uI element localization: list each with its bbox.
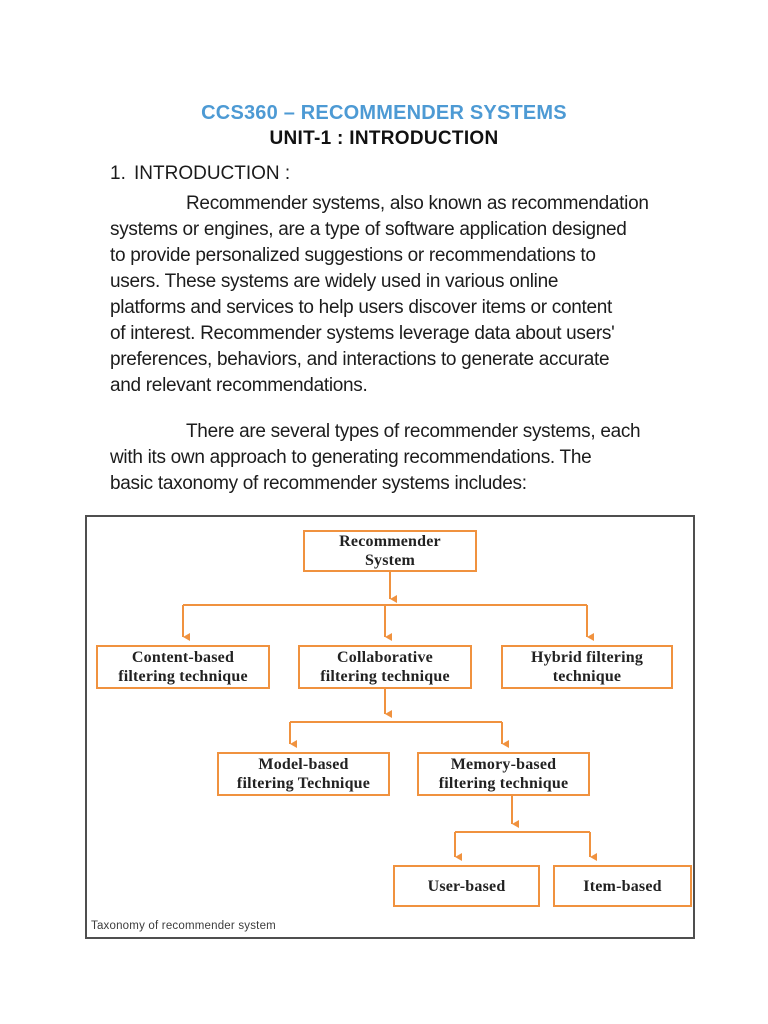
paragraph-line: and relevant recommendations. bbox=[110, 375, 368, 396]
node-memory-based: Memory-based filtering technique bbox=[417, 752, 590, 796]
node-label-line: System bbox=[364, 552, 416, 569]
intro-paragraph: Recommender systems, also known as recom… bbox=[110, 191, 685, 399]
node-label-line: Recommender bbox=[339, 533, 441, 550]
unit-title: UNIT-1 : INTRODUCTION bbox=[269, 128, 499, 149]
course-title: CCS360 – RECOMMENDER SYSTEMS bbox=[201, 102, 567, 124]
node-label-line: Hybrid filtering bbox=[530, 649, 644, 666]
node-label-line: Item-based bbox=[583, 877, 662, 895]
paragraph-line: platforms and services to help users dis… bbox=[110, 297, 613, 318]
node-label-line: User-based bbox=[427, 877, 506, 895]
connector-lines bbox=[182, 572, 597, 861]
node-hybrid: Hybrid filtering technique bbox=[501, 645, 673, 689]
node-collaborative: Collaborative filtering technique bbox=[298, 645, 472, 689]
node-label-line: filtering Technique bbox=[236, 775, 371, 792]
paragraph-line: Recommender systems, also known as recom… bbox=[186, 193, 649, 214]
section-number: 1. bbox=[110, 163, 126, 184]
node-label-line: Collaborative bbox=[337, 649, 433, 666]
paragraph-line: users. These systems are widely used in … bbox=[110, 271, 559, 292]
node-label-line: Model-based bbox=[258, 756, 349, 773]
paragraph-line: with its own approach to generating reco… bbox=[110, 447, 592, 468]
paragraph-line: of interest. Recommender systems leverag… bbox=[110, 323, 615, 344]
node-label-line: Memory-based bbox=[450, 756, 557, 773]
section-heading-text: INTRODUCTION : bbox=[134, 163, 291, 184]
figure-caption: Taxonomy of recommender system bbox=[91, 920, 276, 932]
node-label-line: Content-based bbox=[131, 649, 235, 666]
node-label-line: technique bbox=[552, 668, 622, 685]
node-content-based: Content-based filtering technique bbox=[96, 645, 270, 689]
node-label-line: filtering technique bbox=[118, 668, 248, 685]
types-paragraph: There are several types of recommender s… bbox=[110, 419, 685, 497]
node-model-based: Model-based filtering Technique bbox=[217, 752, 390, 796]
figure-container: Recommender System Content-based filteri… bbox=[85, 515, 695, 939]
node-user-based: User-based bbox=[393, 865, 540, 907]
paragraph-line: preferences, behaviors, and interactions… bbox=[110, 349, 610, 370]
paragraph-line: to provide personalized suggestions or r… bbox=[110, 245, 596, 266]
node-label-line: filtering technique bbox=[438, 775, 569, 792]
section-heading: 1. INTRODUCTION : bbox=[110, 163, 290, 185]
paragraph-line: There are several types of recommender s… bbox=[186, 421, 641, 442]
node-recommender-system: Recommender System bbox=[303, 530, 477, 572]
paragraph-line: systems or engines, are a type of softwa… bbox=[110, 219, 627, 240]
node-item-based: Item-based bbox=[553, 865, 692, 907]
taxonomy-diagram: Recommender System Content-based filteri… bbox=[87, 517, 693, 937]
paragraph-line: basic taxonomy of recommender systems in… bbox=[110, 473, 527, 494]
node-label-line: filtering technique bbox=[320, 668, 450, 685]
